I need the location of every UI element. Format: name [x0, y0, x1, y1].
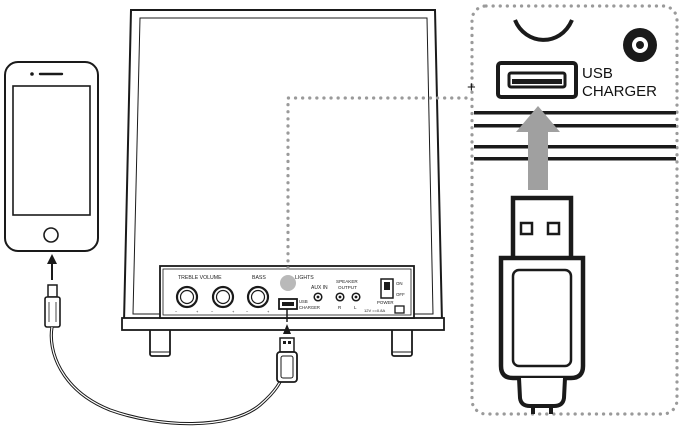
speaker-output-left-jack[interactable]	[351, 292, 361, 302]
callout-usb-port	[496, 61, 578, 99]
usb-callout-zoom: + USB CHARGER	[467, 4, 679, 416]
dc-in-port[interactable]	[394, 305, 405, 314]
treble-volume-label: TREBLE VOLUME	[178, 275, 222, 281]
micro-usb-plug	[44, 284, 61, 328]
treble-knob[interactable]	[175, 285, 199, 309]
panel-usb-charger-label-2: CHARGER	[299, 305, 320, 310]
volume-minus-mark: −	[211, 309, 214, 314]
callout-panel-edges	[474, 111, 676, 161]
callout-arrow-up-icon	[516, 106, 560, 190]
switch-on-label: ON	[396, 281, 403, 286]
aux-in-jack[interactable]	[313, 292, 323, 302]
speaker-output-label-1: SPEAKER	[336, 279, 358, 284]
power-switch[interactable]	[380, 278, 394, 299]
dc-in-label: 12V ==0.8A	[364, 308, 385, 313]
callout-usb-label-1: USB	[582, 65, 613, 82]
aux-in-label: AUX IN	[311, 285, 328, 291]
speaker-unit	[121, 9, 445, 357]
callout-knob-top	[513, 19, 574, 42]
bass-knob[interactable]	[246, 285, 270, 309]
right-jack-label: R	[338, 305, 342, 310]
treble-minus-mark: −	[175, 309, 178, 314]
bass-label: BASS	[252, 275, 266, 281]
phone-home-button	[43, 227, 59, 243]
switch-off-label: OFF	[396, 292, 405, 297]
callout-usb-plug	[498, 195, 586, 414]
lights-label: LIGHTS	[295, 275, 314, 281]
panel-usb-plug	[276, 309, 298, 383]
lights-button[interactable]	[280, 275, 296, 291]
bass-minus-mark: −	[246, 309, 249, 314]
power-label: POWER	[377, 300, 394, 305]
callout-leader-line	[286, 96, 472, 270]
left-jack-label: L	[354, 305, 357, 310]
arrow-up-to-phone-icon	[47, 254, 57, 280]
speaker-output-label-2: OUTPUT	[338, 285, 357, 290]
phone-camera	[30, 72, 34, 76]
callout-plus-mark: +	[467, 79, 476, 96]
smartphone	[4, 61, 99, 252]
volume-plus-mark: +	[232, 309, 235, 314]
volume-knob[interactable]	[211, 285, 235, 309]
panel-usb-port[interactable]	[278, 298, 298, 310]
bass-plus-mark: +	[267, 309, 270, 314]
callout-jack	[623, 28, 657, 62]
panel-usb-charger-label-1: USB	[299, 299, 308, 304]
treble-plus-mark: +	[196, 309, 199, 314]
callout-usb-label-2: CHARGER	[582, 83, 657, 100]
speaker-output-right-jack[interactable]	[335, 292, 345, 302]
